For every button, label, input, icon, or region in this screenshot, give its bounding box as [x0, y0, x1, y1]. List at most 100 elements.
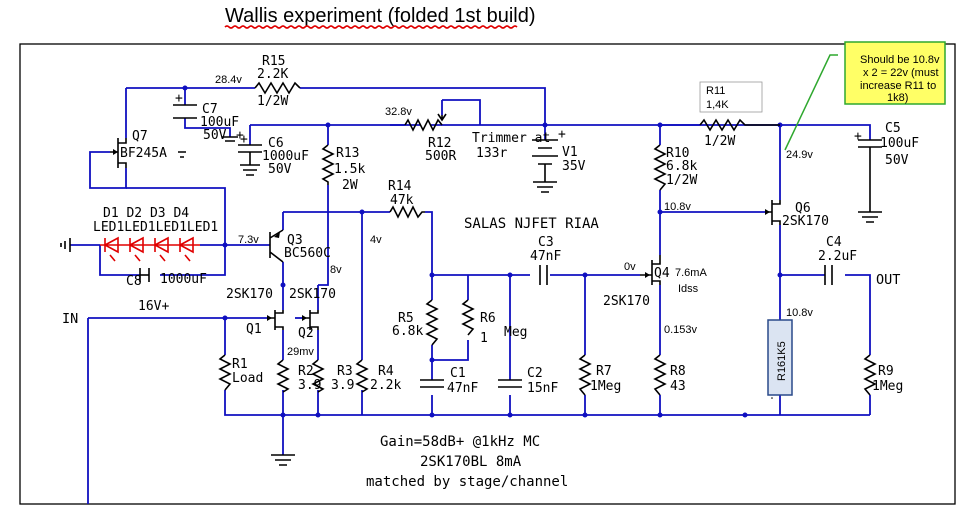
v1-value: 35V — [562, 159, 586, 174]
svg-text:x 2 = 22v (must: x 2 = 22v (must — [863, 67, 939, 79]
q6-value: 2SK170 — [782, 214, 829, 229]
svg-text:+: + — [854, 129, 862, 144]
led-names: D1 D2 D3 D4 — [103, 206, 189, 221]
c2-name: C2 — [527, 366, 543, 381]
r15-rating: 1/2W — [257, 94, 288, 109]
q3-bjt — [269, 229, 284, 263]
q7-jfet — [110, 138, 127, 168]
c8-name: C8 — [126, 274, 142, 289]
q1-name: Q1 — [246, 322, 262, 337]
page-title: Wallis experiment (folded 1st build) — [225, 5, 536, 27]
c1-name: C1 — [450, 366, 466, 381]
led-values: LED1LED1LED1LED1 — [93, 220, 218, 235]
voltage-0v: 0v — [624, 261, 636, 273]
c6-value: 1000uF — [262, 149, 309, 164]
voltage-10-8a: 10.8v — [664, 201, 691, 213]
voltage-4v: 4v — [370, 234, 382, 246]
c8-rating: 16V+ — [138, 299, 169, 314]
c4-value: 2.2uF — [818, 249, 857, 264]
r10-resistor — [653, 144, 667, 191]
svg-text:increase R11 to: increase R11 to — [860, 80, 936, 92]
r14-name: R14 — [388, 179, 412, 194]
c7-name: C7 — [202, 102, 218, 117]
r15-value: 2.2K — [257, 67, 288, 82]
voltage-r12: 32.8v — [385, 106, 412, 118]
r11-value: 1,4K — [706, 99, 729, 111]
r6-value: 1 — [480, 331, 488, 346]
r10-value: 6.8k — [666, 159, 697, 174]
r5-name: R5 — [398, 311, 414, 326]
v1-battery: + — [532, 127, 566, 193]
q2-value: 2SK170 — [289, 287, 336, 302]
c8-value: 1000uF — [160, 272, 207, 287]
svg-text:Should be 10.8v: Should be 10.8v — [860, 54, 940, 66]
c6-name: C6 — [268, 136, 284, 151]
svg-text:+: + — [240, 132, 248, 147]
voltage-10-8b: 10.8v — [786, 307, 813, 319]
c5-name: C5 — [885, 121, 901, 136]
v1-name: V1 — [562, 145, 578, 160]
matched-note: matched by stage/channel — [366, 474, 568, 490]
q4-name: Q4 — [654, 266, 670, 281]
r16-name: R161K5 — [776, 341, 788, 381]
r7-value: 1Meg — [590, 379, 621, 394]
r3-name: R3 — [337, 364, 353, 379]
r1-resistor — [218, 354, 232, 391]
main-ground-symbol — [271, 454, 295, 466]
q7-minus-mark — [178, 151, 186, 158]
c5-capacitor: + — [854, 129, 882, 223]
c2-capacitor — [498, 379, 522, 388]
q6-jfet — [765, 200, 781, 225]
r7-resistor — [578, 354, 592, 396]
r12-value: 500R — [425, 149, 456, 164]
r13-value: 1.5k — [334, 162, 365, 177]
c6-rating: 50V — [268, 162, 292, 177]
trimmer-value-label: 133r — [476, 146, 507, 161]
q4-value: 2SK170 — [603, 294, 650, 309]
voltage-8v: 8v — [330, 264, 342, 276]
c2-value: 15nF — [527, 381, 558, 396]
q4-current: 7.6mA — [675, 267, 707, 279]
c5-value: 100uF — [880, 136, 919, 151]
q3-name: Q3 — [287, 233, 303, 248]
r8-resistor — [653, 354, 667, 396]
idss-label: Idss — [678, 283, 699, 295]
device-note: 2SK170BL 8mA — [420, 454, 522, 470]
schematic-frame — [19, 43, 956, 505]
trimmer-at-label: Trimmer at — [472, 131, 550, 146]
c6-capacitor: + — [238, 132, 262, 176]
r1-name: R1 — [232, 357, 248, 372]
svg-text:+: + — [558, 127, 566, 142]
c3-name: C3 — [538, 235, 554, 250]
input-label: IN — [62, 311, 78, 327]
r6-name: R6 — [480, 311, 496, 326]
voltage-r15: 28.4v — [215, 74, 242, 86]
r12-trimmer — [404, 118, 443, 132]
r4-value: 2.2k — [370, 378, 401, 393]
voltage-29mv: 29mv — [287, 346, 314, 358]
r3-value: 3.9 — [331, 378, 354, 393]
r8-name: R8 — [670, 364, 686, 379]
output-label: OUT — [876, 272, 900, 288]
c3-capacitor — [539, 265, 548, 285]
circuit-name: SALAS NJFET RIAA — [464, 216, 599, 232]
r12-name: R12 — [428, 136, 451, 151]
r5-value: 6.8k — [392, 324, 423, 339]
c1-capacitor — [420, 379, 444, 388]
gain-note: Gain=58dB+ @1kHz MC — [380, 434, 540, 450]
r7-name: R7 — [596, 364, 612, 379]
c7-value: 100uF — [200, 115, 239, 130]
c4-name: C4 — [826, 235, 842, 250]
r1-value: Load — [232, 371, 263, 386]
r2-resistor — [276, 359, 290, 393]
r13-rating: 2W — [342, 178, 358, 193]
r9-resistor — [863, 354, 877, 396]
r5-resistor — [425, 299, 439, 346]
q1-value: 2SK170 — [226, 287, 273, 302]
wiring — [70, 87, 871, 504]
callout-note: Should be 10.8v x 2 = 22v (must increase… — [784, 41, 946, 151]
r3-resistor — [311, 359, 325, 393]
q7-value: BF245A — [120, 146, 167, 161]
r6-extra: Meg — [504, 325, 527, 340]
